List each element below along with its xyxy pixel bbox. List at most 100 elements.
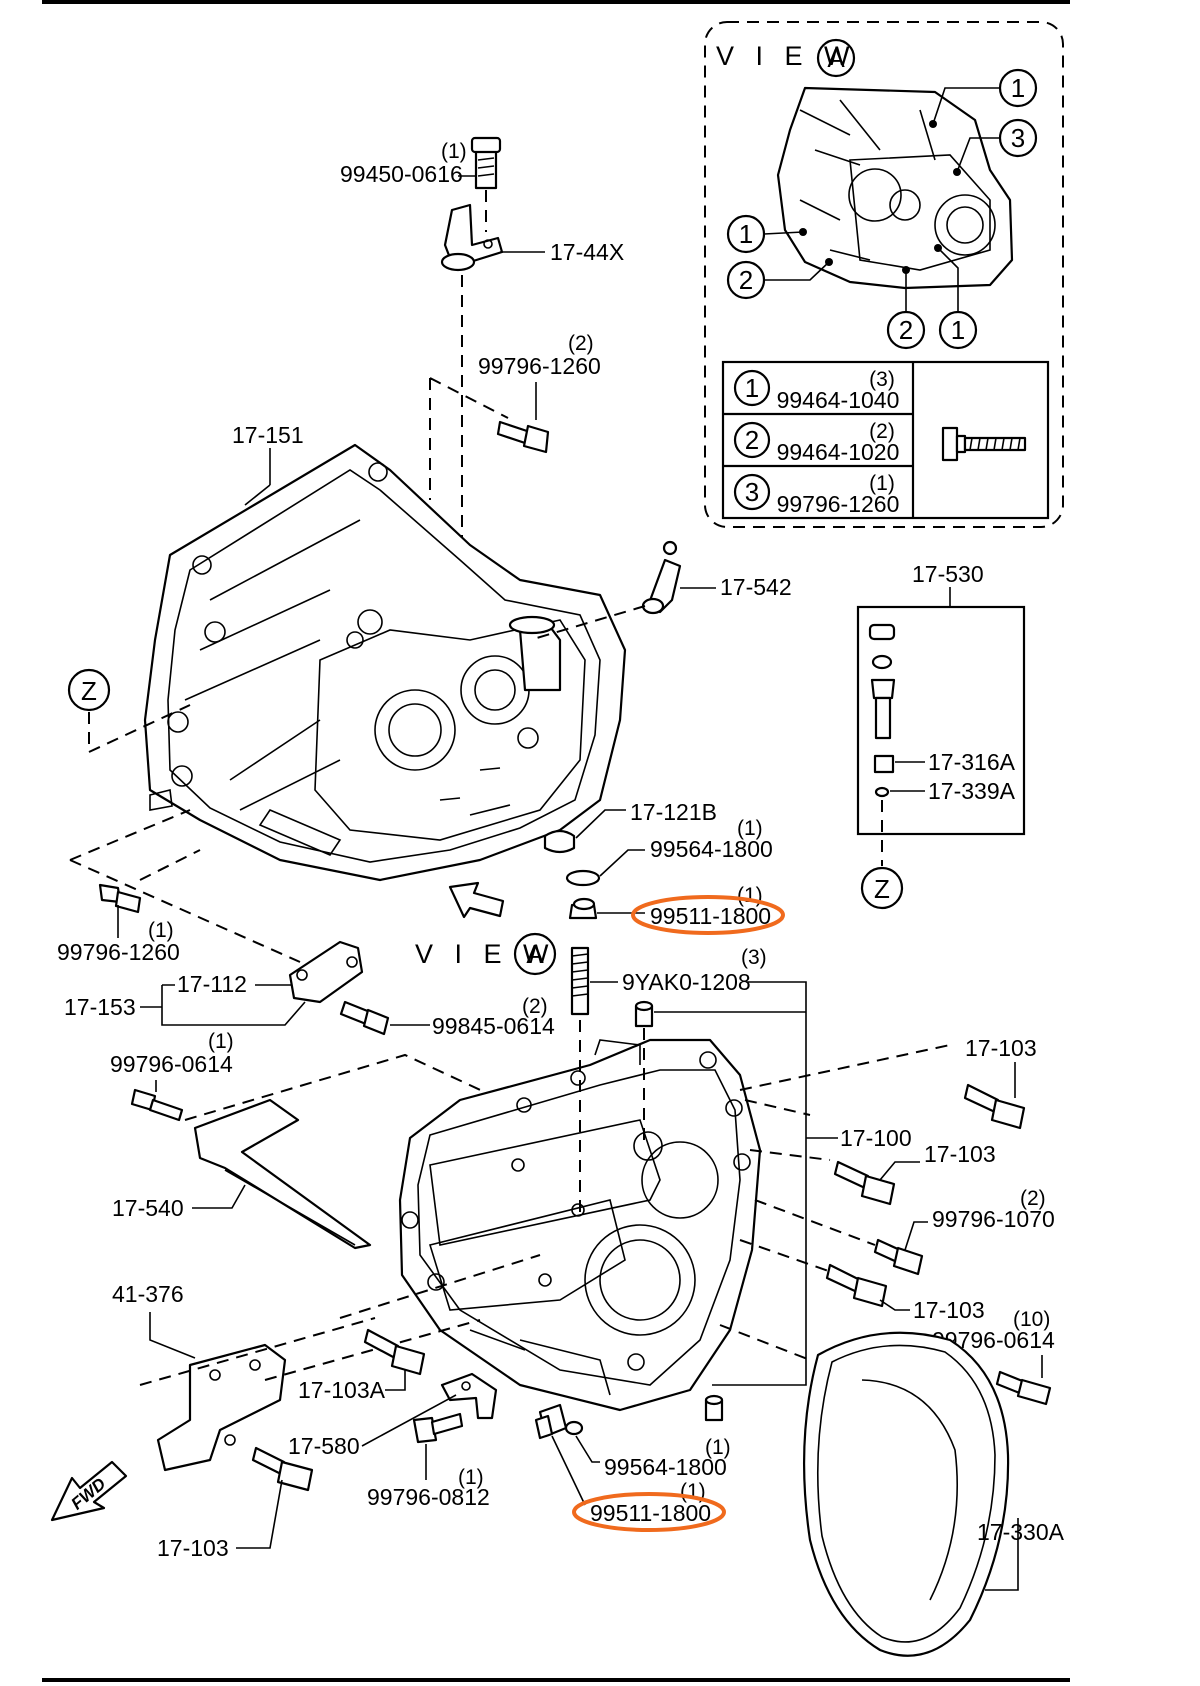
mid-view-title: V I E W [415,939,556,969]
bolt-17-103-a [963,1083,1026,1130]
legend-row: 2 (2) 99464-1020 [733,420,900,465]
svg-text:A: A [526,939,544,969]
highlight-99511-1800-top [631,895,785,935]
highlight-99511-1800-bot [572,1492,726,1532]
svg-text:(3): (3) [869,368,895,391]
mid-view-marker: A [513,932,557,976]
qty-99796-0614-right: (10) [1013,1308,1050,1331]
qty-99796-0812: (1) [458,1466,484,1489]
qty-99845-0614: (2) [522,995,548,1018]
label-41-376: 41-376 [112,1281,184,1307]
label-99796-0614-left: 99796-0614 [110,1051,233,1077]
label-17-542: 17-542 [720,574,792,600]
bracket-17-112 [288,940,364,1004]
inset-view-marker: A [827,43,845,73]
bolt-17-103-c [825,1263,888,1308]
kit-box-17-530 [856,587,1026,836]
label-17-339a: 17-339A [928,778,1016,804]
side-cover-17-330a [803,1331,1010,1657]
svg-text:3: 3 [1011,123,1025,153]
label-99564-1800-bot: 99564-1800 [604,1454,727,1480]
svg-text:1: 1 [745,373,759,403]
label-17-103-c: 17-103 [913,1297,985,1323]
label-99511-1800-top: 99511-1800 [650,903,771,929]
qty-99796-1070: (2) [1020,1187,1046,1210]
svg-text:99464-1020: 99464-1020 [777,439,900,465]
label-99796-1260-left: 99796-1260 [57,939,180,965]
label-17-44x: 17-44X [550,239,624,265]
label-17-530: 17-530 [912,561,984,587]
stud-9yak0-1208 [570,946,590,1016]
label-17-103-d: 17-103 [157,1535,229,1561]
flange-bolt-icon [941,426,1027,462]
svg-text:2: 2 [739,265,753,295]
label-17-103a: 17-103A [298,1377,386,1403]
svg-text:2: 2 [899,315,913,345]
qty-99796-1260-top: (2) [568,332,594,355]
bolt-99845-0614 [339,1000,390,1036]
label-9yak0-1208: 9YAK0-1208 [622,969,751,995]
z-marker-left: Z [67,668,111,712]
bolt-17-103-b [833,1160,896,1206]
svg-text:(1): (1) [869,472,895,495]
label-17-151: 17-151 [232,422,304,448]
qty-99564-1800-top: (1) [737,817,763,840]
qty-99564-1800-bot: (1) [705,1436,731,1459]
label-17-100: 17-100 [840,1125,912,1151]
svg-text:Z: Z [874,874,890,904]
inset-callout-1-bottom: 1 [938,310,978,350]
svg-text:1: 1 [951,315,965,345]
bracket-17-540 [193,1098,372,1250]
clutch-housing-17-151 [143,443,627,882]
bracket-17-542 [641,540,682,615]
label-99845-0614: 99845-0614 [432,1013,555,1039]
label-17-112: 17-112 [177,971,247,997]
inset-view-title: V I E W [716,41,857,71]
svg-text:99796-1260: 99796-1260 [777,491,900,517]
svg-text:1: 1 [1011,73,1025,103]
bracket-41-376 [156,1343,287,1472]
qty-99450-0616: (1) [441,140,467,163]
inset-callout-2-left: 2 [726,260,766,300]
bolt-17-103-d [251,1446,314,1492]
legend-row: 1 (3) 99464-1040 [733,368,900,413]
bottom-border [42,1678,1070,1682]
bracket-17-580 [440,1372,498,1420]
fwd-arrow-bottom: FWD [50,1460,128,1522]
svg-text:(2): (2) [869,420,895,443]
bolt-99796-0614-left [130,1088,184,1122]
svg-text:1: 1 [739,219,753,249]
inset-callout-2-bottom: 2 [886,310,926,350]
bolt-99796-0614-right [995,1370,1052,1406]
label-17-103-a: 17-103 [965,1035,1037,1061]
svg-text:2: 2 [745,425,759,455]
inset-callout-3: 3 [998,118,1038,158]
label-99564-1800-top: 99564-1800 [650,836,773,862]
label-99796-1260-top: 99796-1260 [478,353,601,379]
label-17-540: 17-540 [112,1195,184,1221]
label-99796-1070: 99796-1070 [932,1206,1055,1232]
legend-row: 3 (1) 99796-1260 [733,472,900,517]
qty-99796-0614-left: (1) [208,1030,234,1053]
label-99450-0616: 99450-0616 [340,161,463,187]
label-17-580: 17-580 [288,1433,360,1459]
label-17-153: 17-153 [64,994,136,1020]
bolt-legend-table: 1 (3) 99464-1040 2 (2) 99464-1020 3 (1) … [721,360,1050,520]
fwd-arrow-mid [448,881,505,919]
sensor-assembly [440,136,504,272]
bolt-99796-1070 [873,1238,924,1276]
label-17-330a: 17-330A [977,1519,1065,1545]
drain-parts-bottom [534,1403,584,1440]
inset-callout-1-left: 1 [726,214,766,254]
svg-text:3: 3 [745,477,759,507]
label-99511-1800-bot: 99511-1800 [590,1500,711,1526]
bolt-top-right [496,420,550,454]
drain-parts-top [543,829,601,920]
svg-text:99464-1040: 99464-1040 [777,387,900,413]
inset-callout-1-top: 1 [998,68,1038,108]
dowel-pin [634,1000,724,1422]
label-17-316a: 17-316A [928,749,1016,775]
view-a-inset: V I E W A 1 3 [704,21,1064,528]
label-17-121b: 17-121B [630,799,717,825]
